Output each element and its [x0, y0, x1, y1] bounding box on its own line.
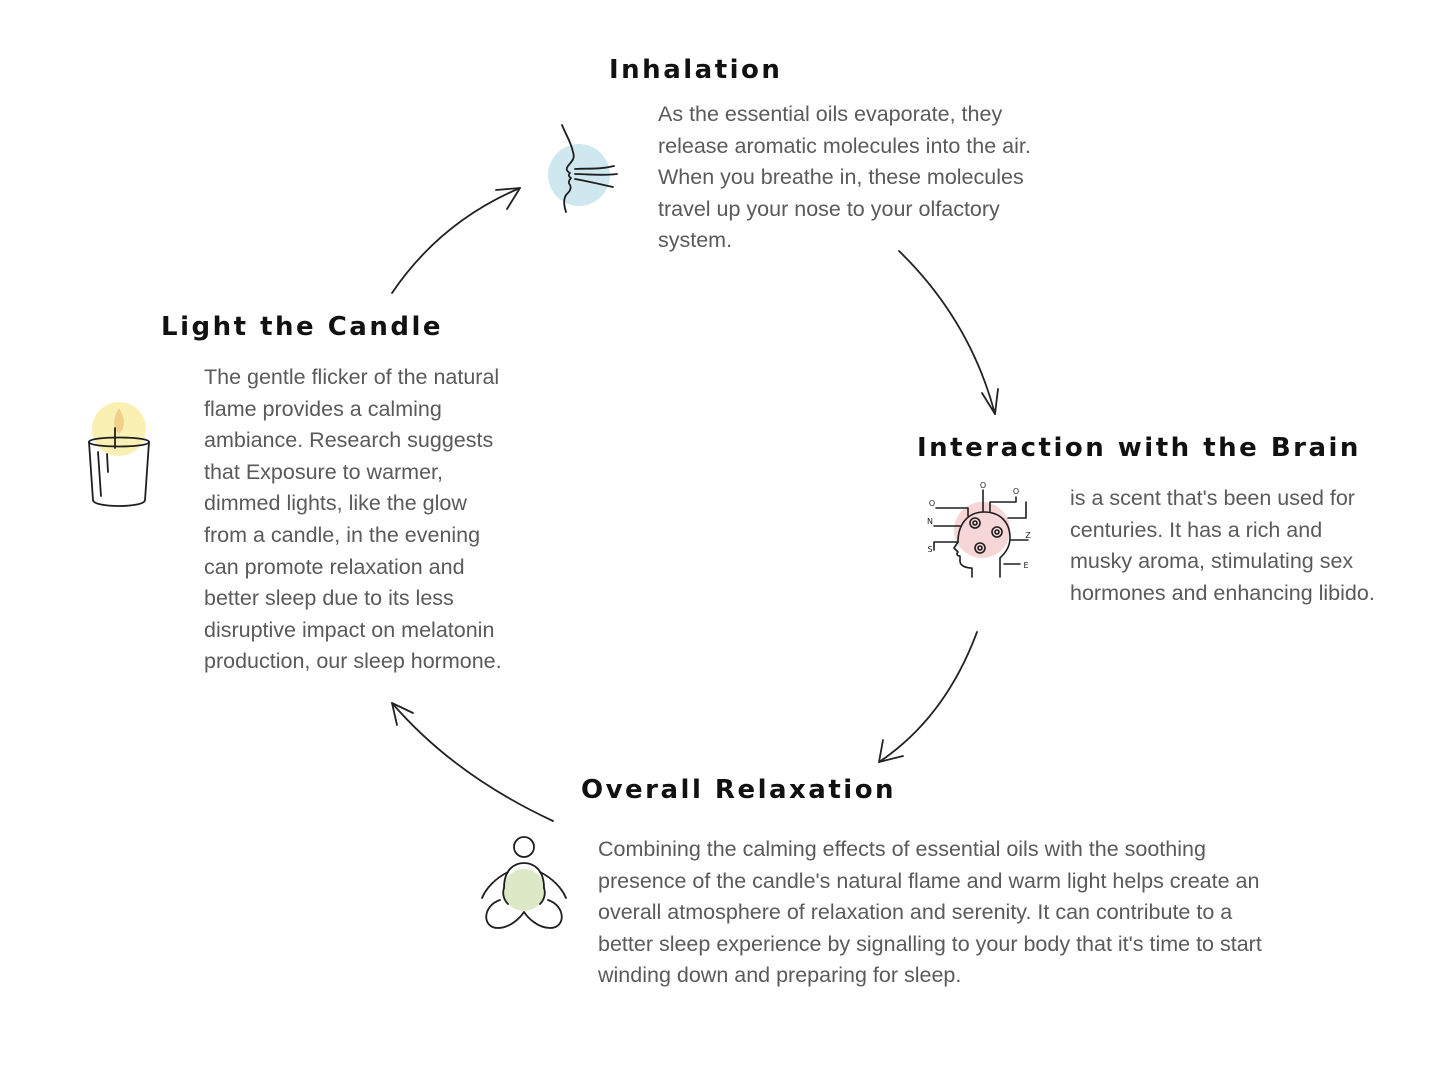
inhalation-title: Inhalation: [609, 55, 783, 85]
arrow-relaxation-to-candle: [391, 702, 554, 822]
face-inhaling-icon: [548, 124, 618, 213]
candle-description: The gentle flicker of the natural flame …: [204, 365, 502, 674]
brain-icon-letter-s: S: [927, 545, 932, 554]
brain-icon-letter-top: O: [980, 481, 986, 490]
relaxation-description: Combining the calming effects of essenti…: [598, 837, 1262, 988]
brain-icon-letter-left-top: O: [929, 499, 935, 508]
brain-icon-letter-n: N: [927, 517, 933, 526]
brain-icon-letter-right-top: O: [1013, 487, 1019, 496]
relaxation-title: Overall Relaxation: [581, 775, 897, 805]
head-with-gears-icon: O O O N S Z E: [927, 481, 1031, 578]
arrow-inhalation-to-brain: [898, 250, 999, 415]
arrow-brain-to-relaxation: [878, 631, 978, 763]
inhalation-description: As the essential oils evaporate, they re…: [658, 102, 1031, 253]
candle-icon: [88, 402, 150, 507]
brain-title: Interaction with the Brain: [917, 433, 1361, 463]
brain-description: is a scent that's been used for centurie…: [1070, 486, 1375, 605]
candle-title: Light the Candle: [161, 312, 443, 342]
brain-icon-letter-z: Z: [1025, 531, 1031, 540]
arrow-candle-to-inhalation: [391, 187, 521, 294]
meditating-person-icon: [481, 836, 567, 929]
brain-icon-letter-e: E: [1023, 561, 1028, 570]
